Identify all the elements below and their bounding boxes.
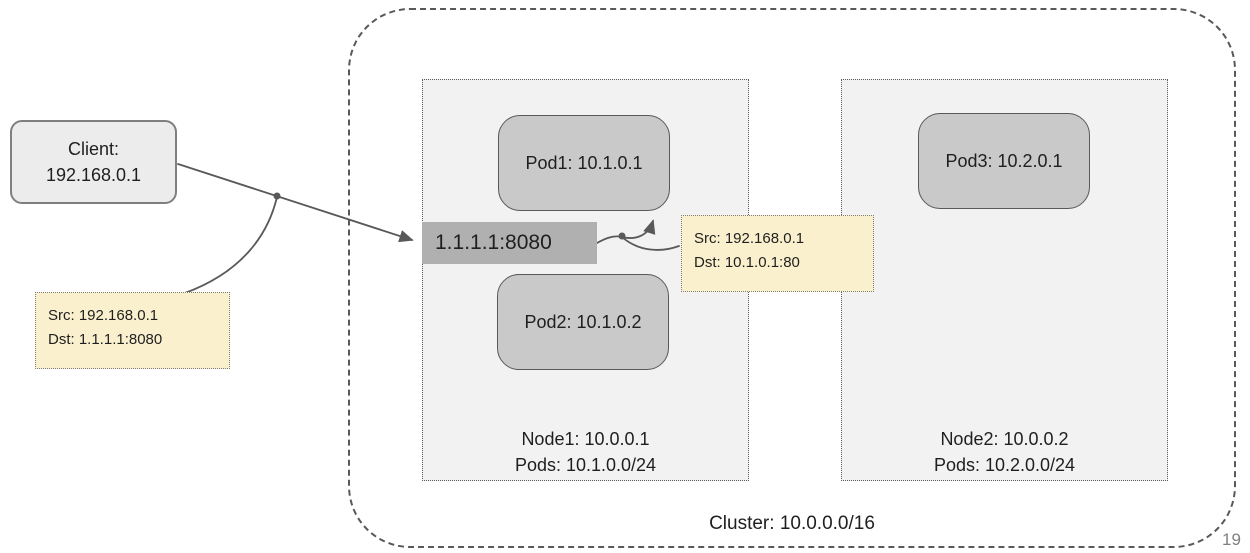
node2-title: Node2: 10.0.0.2: [940, 429, 1069, 449]
packet-note-translated-dst: Dst: 10.1.0.1:80: [694, 254, 800, 271]
curve-tap-to-note1: [184, 196, 278, 294]
slide-page-number: 19: [1222, 530, 1241, 549]
pod1-label: Pod1: 10.1.0.1: [525, 152, 643, 173]
cluster-caption: Cluster: 10.0.0.0/16: [709, 513, 875, 534]
packet-note-original-dst: Dst: 1.1.1.1:8080: [48, 331, 163, 348]
client-label-line1: Client:: [67, 139, 120, 159]
packet-note-translated: Src: 192.168.0.1 Dst: 10.1.0.1:80: [681, 215, 874, 292]
node2-caption: Node2: 10.0.0.2 Pods: 10.2.0.0/24: [841, 426, 1168, 478]
node1-caption: Node1: 10.0.0.1 Pods: 10.1.0.0/24: [422, 426, 749, 478]
pod3-label: Pod3: 10.2.0.1: [945, 150, 1063, 171]
packet-note-translated-src: Src: 192.168.0.1: [694, 230, 805, 247]
junction-dot-client-line: [273, 192, 281, 200]
client-label-line2: 192.168.0.1: [45, 165, 142, 185]
service-vip-label: 1.1.1.1:8080: [435, 231, 552, 254]
node2-subtitle: Pods: 10.2.0.0/24: [933, 455, 1076, 475]
pod2-box: Pod2: 10.1.0.2: [497, 274, 669, 370]
client-box: Client: 192.168.0.1: [10, 120, 177, 204]
packet-note-original: Src: 192.168.0.1 Dst: 1.1.1.1:8080: [35, 292, 230, 369]
node1-title: Node1: 10.0.0.1: [521, 429, 650, 449]
node1-subtitle: Pods: 10.1.0.0/24: [514, 455, 657, 475]
service-vip-box: 1.1.1.1:8080: [422, 222, 597, 264]
pod3-box: Pod3: 10.2.0.1: [918, 113, 1090, 209]
packet-note-original-src: Src: 192.168.0.1: [48, 307, 159, 324]
pod2-label: Pod2: 10.1.0.2: [524, 311, 642, 332]
pod1-box: Pod1: 10.1.0.1: [498, 115, 670, 211]
